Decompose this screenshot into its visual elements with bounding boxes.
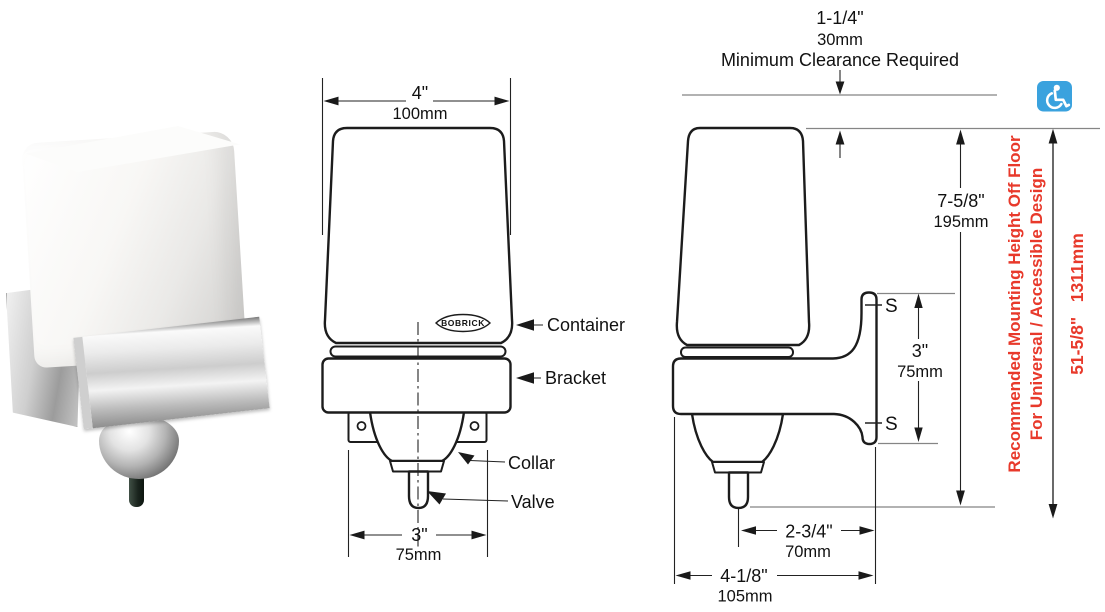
front-container	[323, 126, 514, 345]
front-collar-rim	[389, 460, 445, 473]
clearance-in: 1-1/4"	[816, 8, 863, 28]
label-valve: Valve	[511, 492, 555, 512]
mounting-note-line2: For Universal / Accessible Design	[1027, 168, 1046, 440]
front-view: BOBRICK 4" 100mm 3"	[321, 78, 625, 564]
product-photo	[0, 55, 270, 535]
depth-dimension: 4-1/8" 105mm	[673, 417, 874, 606]
front-width-mm: 100mm	[392, 105, 447, 123]
front-bracket	[321, 357, 512, 414]
side-container-lip	[680, 346, 794, 358]
screw-hole-right	[469, 421, 480, 431]
screw-mark-bottom: S	[885, 414, 898, 435]
screw-mark-top: S	[885, 296, 898, 317]
front-collar	[368, 410, 466, 463]
screw-span-in: 3"	[912, 341, 928, 361]
label-container: Container	[547, 315, 625, 335]
side-collar	[690, 412, 785, 464]
front-drawing: BOBRICK	[321, 126, 514, 550]
side-bracket-and-wall-plate	[671, 291, 878, 446]
accessibility-icon	[1037, 81, 1072, 112]
height-mm: 195mm	[933, 213, 988, 231]
label-bracket: Bracket	[545, 368, 606, 388]
front-width-in: 4"	[412, 83, 428, 103]
valve-offset-mm: 70mm	[785, 543, 831, 561]
clearance-mm: 30mm	[817, 31, 863, 49]
front-valve-width-mm: 75mm	[396, 546, 442, 564]
front-valve-width-in: 3"	[411, 525, 427, 545]
front-part-labels: Container Bracket Collar Valve	[427, 315, 625, 512]
side-collar-rim	[711, 461, 765, 474]
screw-span-mm: 75mm	[897, 363, 943, 381]
mounting-height-dimension: Recommended Mounting Height Off Floor Fo…	[1005, 128, 1087, 519]
front-width-dimension: 4" 100mm	[321, 78, 512, 235]
mounting-note-line1: Recommended Mounting Height Off Floor	[1005, 135, 1024, 473]
valve-offset-dimension: 2-3/4" 70mm	[741, 447, 877, 584]
height-in: 7-5/8"	[937, 191, 984, 211]
mounting-height-value: 51-5/8" 1311mm	[1067, 233, 1087, 375]
screw-hole-left	[356, 421, 367, 431]
clearance-text: Minimum Clearance Required	[721, 50, 959, 70]
depth-mm: 105mm	[717, 588, 772, 606]
label-collar: Collar	[508, 453, 555, 473]
photo-valve	[129, 471, 144, 507]
valve-offset-in: 2-3/4"	[785, 522, 832, 542]
clearance-note: 1-1/4" 30mm Minimum Clearance Required	[682, 8, 1100, 158]
front-valve-width-dimension: 3" 75mm	[347, 450, 489, 564]
height-dimension: 7-5/8" 195mm	[750, 129, 995, 508]
bobrick-logo-badge	[434, 313, 492, 333]
side-view: 1-1/4" 30mm Minimum Clearance Required	[671, 8, 1100, 606]
side-valve	[727, 471, 750, 510]
depth-in: 4-1/8"	[720, 566, 767, 586]
side-drawing	[671, 126, 878, 547]
screw-spacing-dimension: S S 3" 75mm	[865, 292, 955, 445]
bobrick-logo-text: BOBRICK	[441, 318, 485, 328]
side-container	[675, 126, 811, 347]
